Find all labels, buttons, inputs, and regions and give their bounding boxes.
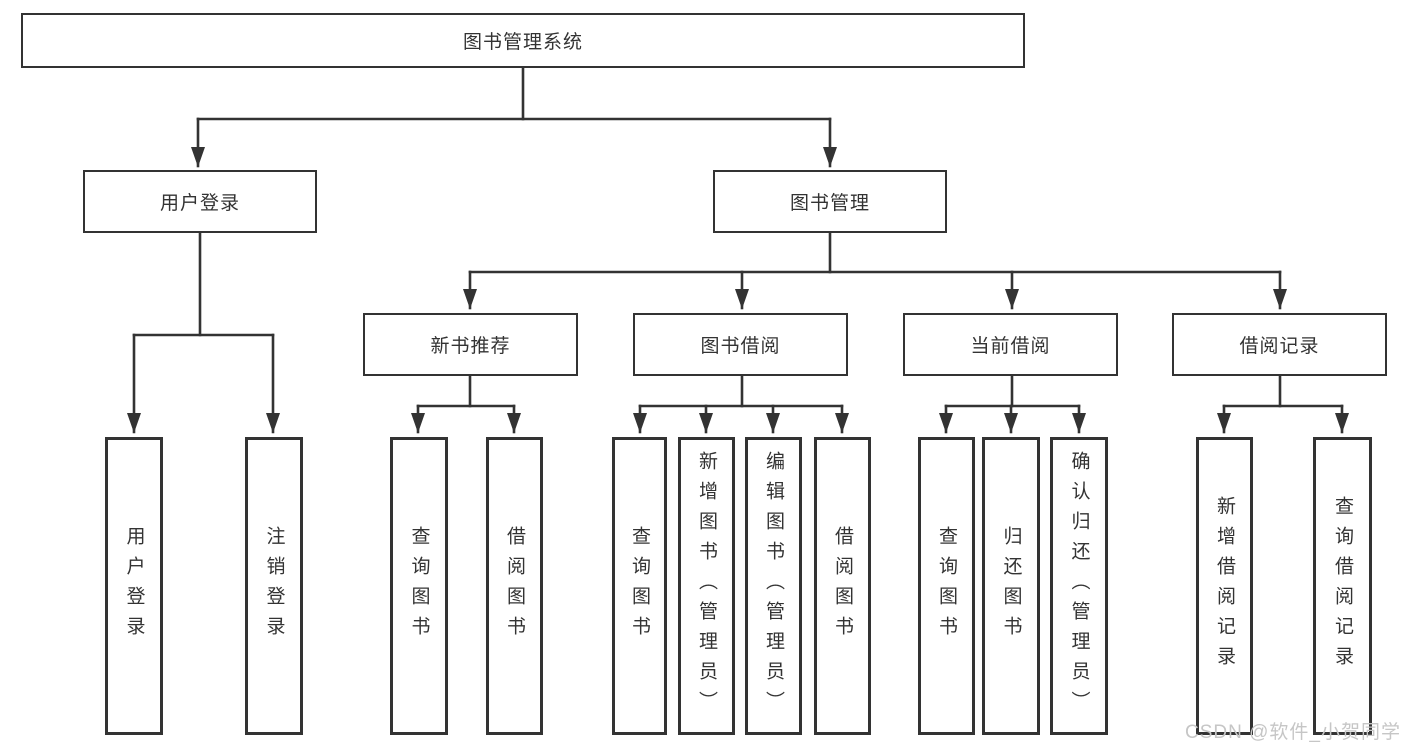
leaf-current-query-books-label: 查询图书 xyxy=(936,526,957,646)
node-root: 图书管理系统 xyxy=(21,13,1025,68)
node-current-borrowing: 当前借阅 xyxy=(903,313,1118,376)
leaf-borrow-query-books: 查询图书 xyxy=(612,437,667,735)
node-new-book-recommend-label: 新书推荐 xyxy=(430,336,511,357)
leaf-borrow-borrow-books: 借阅图书 xyxy=(814,437,871,735)
leaf-recommend-query-books-label: 查询图书 xyxy=(408,526,430,646)
node-book-borrowing-label: 图书借阅 xyxy=(700,336,781,357)
leaf-borrow-edit-books-admin-label: 编辑图书（管理员） xyxy=(763,451,784,721)
leaf-borrow-edit-books-admin: 编辑图书（管理员） xyxy=(745,437,802,735)
leaf-user-login-label: 用户登录 xyxy=(123,526,145,646)
leaf-records-query-record-label: 查询借阅记录 xyxy=(1332,496,1353,676)
leaf-recommend-borrow-books: 借阅图书 xyxy=(486,437,543,735)
leaf-records-add-record-label: 新增借阅记录 xyxy=(1214,496,1235,676)
leaf-records-query-record: 查询借阅记录 xyxy=(1313,437,1372,735)
leaf-borrow-borrow-books-label: 借阅图书 xyxy=(832,526,853,646)
node-borrowing-records-label: 借阅记录 xyxy=(1239,336,1320,357)
leaf-borrow-query-books-label: 查询图书 xyxy=(629,526,650,646)
watermark: CSDN @软件_小贺同学 xyxy=(1185,722,1401,743)
node-book-management: 图书管理 xyxy=(713,170,947,233)
leaf-records-add-record: 新增借阅记录 xyxy=(1196,437,1253,735)
leaf-borrow-add-books-admin-label: 新增图书（管理员） xyxy=(696,451,717,721)
leaf-current-confirm-return-admin: 确认归还（管理员） xyxy=(1050,437,1108,735)
leaf-logout-label: 注销登录 xyxy=(263,526,285,646)
leaf-current-confirm-return-admin-label: 确认归还（管理员） xyxy=(1068,451,1090,721)
node-book-borrowing: 图书借阅 xyxy=(633,313,848,376)
leaf-recommend-borrow-books-label: 借阅图书 xyxy=(504,526,525,646)
node-root-label: 图书管理系统 xyxy=(462,32,583,53)
leaf-recommend-query-books: 查询图书 xyxy=(390,437,448,735)
node-new-book-recommend: 新书推荐 xyxy=(363,313,578,376)
node-current-borrowing-label: 当前借阅 xyxy=(970,336,1051,357)
node-book-management-label: 图书管理 xyxy=(789,193,870,214)
leaf-logout: 注销登录 xyxy=(245,437,303,735)
leaf-current-return-books: 归还图书 xyxy=(982,437,1040,735)
leaf-current-return-books-label: 归还图书 xyxy=(1000,526,1022,646)
node-user-login-group-label: 用户登录 xyxy=(159,193,240,214)
leaf-current-query-books: 查询图书 xyxy=(918,437,975,735)
node-user-login-group: 用户登录 xyxy=(83,170,317,233)
node-borrowing-records: 借阅记录 xyxy=(1172,313,1387,376)
leaf-user-login: 用户登录 xyxy=(105,437,163,735)
leaf-borrow-add-books-admin: 新增图书（管理员） xyxy=(678,437,735,735)
